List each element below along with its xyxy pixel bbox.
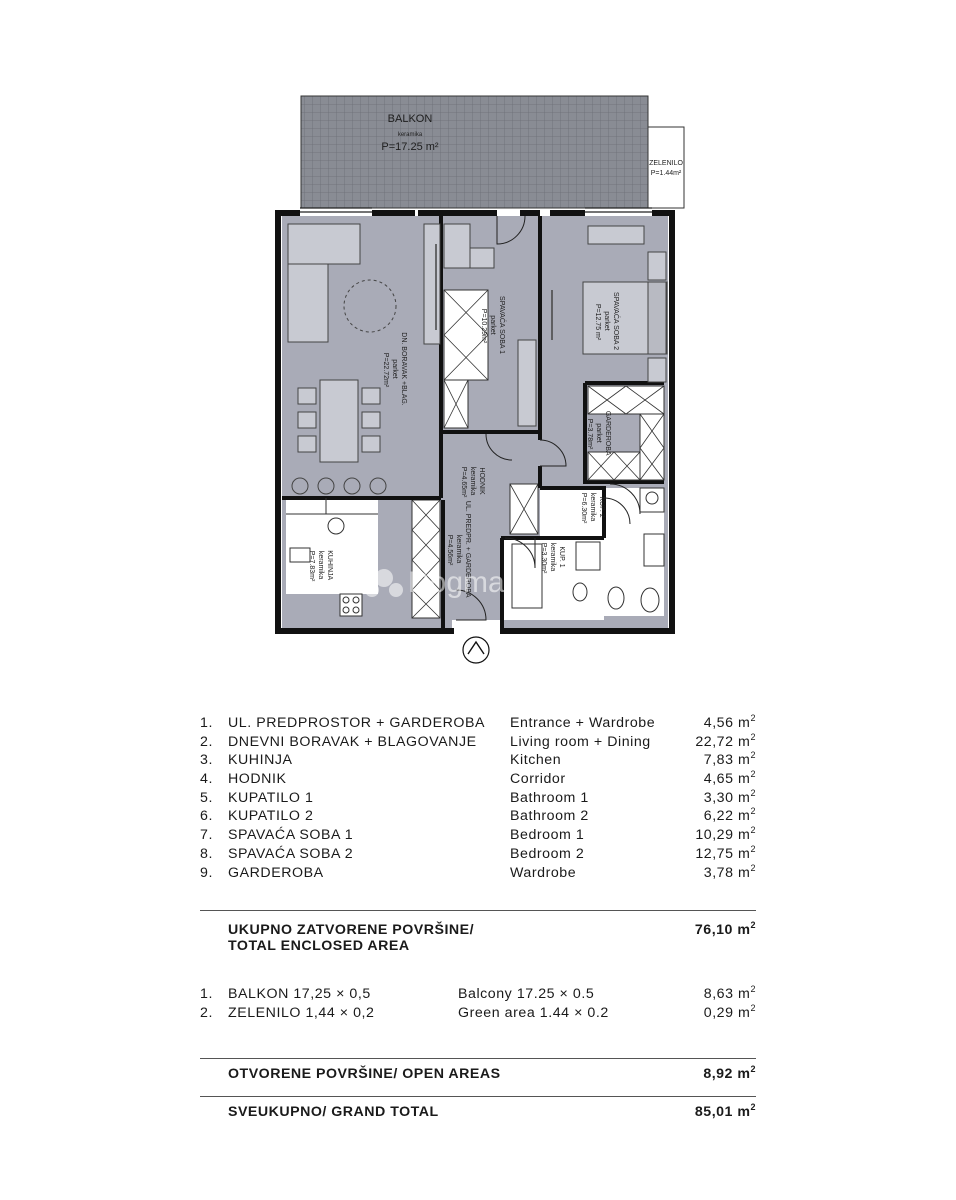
room-area: 4,65 m2 [703, 769, 756, 788]
room-name-en: Bathroom 1 [510, 789, 589, 806]
room-area: 3,78 m2 [703, 862, 756, 881]
room-row: 1. UL. PREDPROSTOR + GARDEROBA Entrance + … [200, 714, 756, 733]
room-label-entrance: UL. PREDPR. + GARDEROBA keramika P=4.56m… [446, 501, 471, 599]
room-row: 9. GARDEROBA Wardrobe 3,78 m2 [200, 862, 756, 883]
room-row: 6. KUPATILO 2 Bathroom 2 6,22 m2 [200, 807, 756, 826]
open-area-number: 2. [200, 1005, 213, 1021]
enclosed-total: UKUPNO ZATVORENE POVRŠINE/ TOTAL ENCLOSE… [228, 920, 756, 955]
open-area-row: 2. ZELENILO 1,44 × 0,2 Green area 1.44 × 0… [200, 1003, 756, 1025]
balcony-area-label: P=17.25 m² [381, 141, 439, 153]
room-number: 8. [200, 845, 213, 862]
room-row: 2. DNEVNI BORAVAK + BLAGOVANJE Living room… [200, 731, 756, 752]
balcony-material: keramika [398, 132, 423, 138]
room-row: 7. SPAVAĆA SOBA 1 Bedroom 1 10,29 m2 [200, 826, 756, 845]
room-name-en: Kitchen [510, 752, 562, 769]
room-area: 4,56 m2 [703, 713, 756, 732]
walls [275, 210, 675, 634]
sofa [287, 223, 361, 265]
entrance-cabinet [411, 499, 441, 619]
open-total-area: 8,92 m2 [703, 1064, 756, 1083]
room-name-hr: GARDEROBA [228, 864, 324, 881]
room-name-en: Entrance + Wardrobe [510, 715, 656, 731]
floor-plan: BALKON keramika P=17.25 m² ZELENILO P=1.… [275, 95, 685, 664]
room-name-hr: DNEVNI BORAVAK + BLAGOVANJE [228, 733, 477, 750]
open-total: OTVORENE POVRŠINE/ OPEN AREAS 8,92 m2 [228, 1064, 756, 1083]
watermark: Dogma [365, 566, 505, 599]
room-name-hr: UL. PREDPROSTOR + GARDEROBA [228, 715, 486, 731]
room-label-kitchen: KUHINJA keramika P=7.83m² [308, 550, 333, 582]
room-area: 10,29 m2 [695, 825, 756, 844]
room-label-bedroom-2: SPAVAĆA SOBA 2 parket P=12.75 m² [594, 292, 621, 352]
enclosed-label-2: TOTAL ENCLOSED AREA [228, 938, 410, 954]
open-area-number: 1. [200, 986, 213, 1002]
open-area-value: 8,63 m2 [703, 984, 756, 1003]
grand-total-label: SVEUKUPNO/ GRAND TOTAL [228, 1104, 439, 1120]
divider-1 [200, 910, 756, 911]
open-area-name-hr: ZELENILO 1,44 × 0,2 [228, 1005, 375, 1021]
green-area [647, 126, 685, 209]
divider-2 [200, 1058, 756, 1059]
room-name-hr: KUHINJA [228, 752, 293, 769]
room-label-bathroom-2: KUP. 2 keramika P=6.30m² [580, 493, 605, 524]
room-area: 6,22 m2 [703, 806, 756, 825]
open-area-row: 1. BALKON 17,25 × 0,5 Balcony 17.25 × 0.5 8… [200, 984, 756, 1006]
room-label-corridor: HODNIK keramika P=4.65m² [460, 467, 485, 498]
room-name-en: Bathroom 2 [510, 808, 589, 825]
room-name-en: Bedroom 2 [510, 845, 585, 862]
room-row: 8. SPAVAĆA SOBA 2 Bedroom 2 12,75 m2 [200, 843, 756, 864]
room-number: 4. [200, 771, 213, 788]
room-name-hr: HODNIK [228, 771, 287, 788]
open-area-name-en: Green area 1.44 × 0.2 [458, 1005, 609, 1021]
room-name-hr: SPAVAĆA SOBA 2 [228, 845, 354, 862]
room-label-living: DN. BORAVAK +BLAG. parket P=22.72m² [382, 332, 407, 407]
open-area-name-en: Balcony 17.25 × 0.5 [458, 986, 595, 1002]
room-number: 7. [200, 827, 213, 844]
room-name-en: Corridor [510, 771, 566, 788]
room-name-hr: KUPATILO 1 [228, 789, 314, 806]
open-total-label: OTVORENE POVRŠINE/ OPEN AREAS [228, 1066, 501, 1082]
room-number: 6. [200, 808, 213, 825]
room-area: 7,83 m2 [703, 750, 756, 769]
room-name-en: Bedroom 1 [510, 827, 585, 844]
grand-total: SVEUKUPNO/ GRAND TOTAL 85,01 m2 [228, 1102, 756, 1121]
room-row: 5. KUPATILO 1 Bathroom 1 3,30 m2 [200, 787, 756, 808]
green-area-label: P=1.44m² [651, 170, 682, 177]
svg-text:Dogma: Dogma [408, 566, 505, 599]
room-number: 5. [200, 789, 213, 806]
room-name-en: Living room + Dining [510, 733, 651, 750]
room-label-bedroom-1: SPAVAĆA SOBA 1 parket P=10.29m² [480, 296, 507, 356]
room-area: 3,30 m2 [703, 787, 756, 806]
room-number: 2. [200, 733, 213, 750]
room-row: 4. HODNIK Corridor 4,65 m2 [200, 770, 756, 789]
room-name-hr: SPAVAĆA SOBA 1 [228, 827, 354, 844]
room-number: 9. [200, 864, 213, 881]
balcony-area [300, 95, 649, 209]
room-area: 22,72 m2 [695, 731, 756, 750]
divider-3 [200, 1096, 756, 1097]
enclosed-area: 76,10 m2 [694, 920, 756, 939]
open-area-name-hr: BALKON 17,25 × 0,5 [228, 986, 371, 1002]
dining-table [319, 379, 359, 463]
green-label: ZELENILO [649, 160, 683, 167]
room-number: 1. [200, 715, 213, 731]
room-label-wardrobe: GARDEROBA parket P=3.78m² [586, 411, 611, 457]
room-list: 1. UL. PREDPROSTOR + GARDEROBA Entrance + … [200, 714, 756, 882]
interior-walls [282, 216, 664, 628]
grand-total-area: 85,01 m2 [694, 1102, 756, 1121]
room-label-bathroom-1: KUP. 1 keramika P=3.30m² [540, 543, 565, 574]
room-area: 12,75 m2 [695, 843, 756, 862]
room-name-en: Wardrobe [510, 864, 577, 881]
room-number: 3. [200, 752, 213, 769]
balcony-label: BALKON [388, 113, 433, 125]
room-name-hr: KUPATILO 2 [228, 808, 314, 825]
room-row: 3. KUHINJA Kitchen 7,83 m2 [200, 751, 756, 770]
open-area-value: 0,29 m2 [703, 1003, 756, 1022]
enclosed-label-1: UKUPNO ZATVORENE POVRŠINE/ [228, 922, 475, 938]
